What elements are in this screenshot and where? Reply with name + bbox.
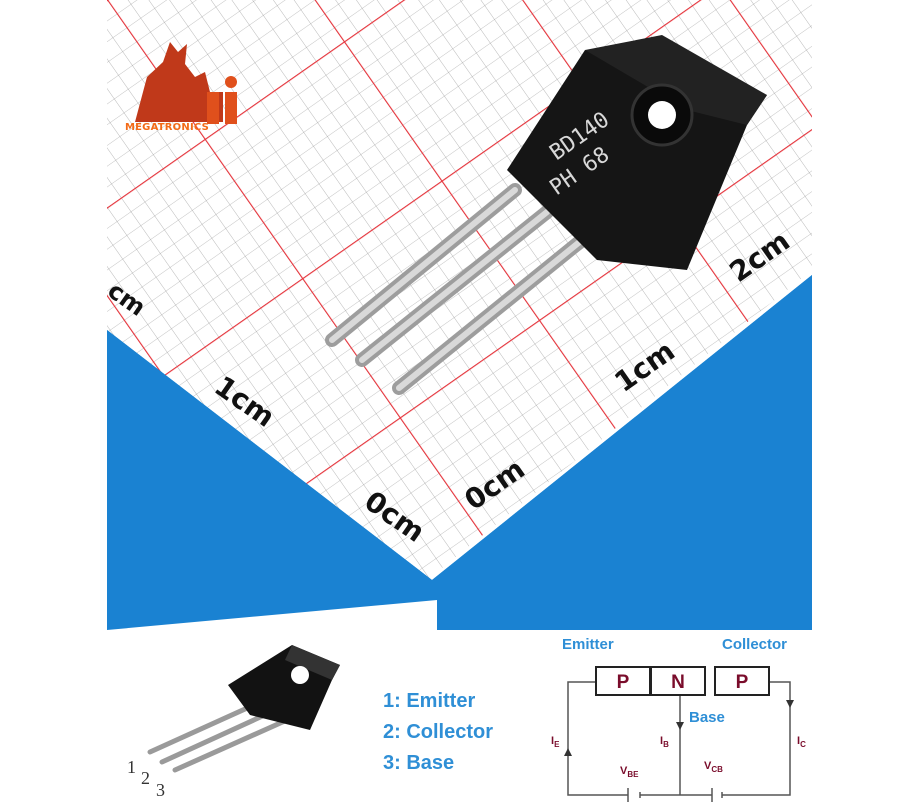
pin-legend-emitter: 1: Emitter [383,690,476,712]
p-layer-collector: P [714,666,770,696]
pin-legend: 1: Emitter 2: Collector 3: Base [383,690,493,783]
circuit-wires [567,681,791,802]
current-ic-label: IC [797,735,806,750]
base-label: Base [689,709,725,726]
pin-number-2: 2 [141,768,150,788]
transistor-leads [325,183,589,395]
pin-number-1: 1 [127,757,136,777]
emitter-label: Emitter [562,636,614,653]
current-ib-label: IB [660,735,669,750]
p-layer-emitter: P [595,666,651,696]
n-layer-base: N [650,666,706,696]
collector-label: Collector [722,636,788,653]
logo-wordmark: MEGATRONICS [125,122,209,133]
product-photo: MEGATRONICS BD140 PH 68 2cm 1cm 0cm 1cm … [107,0,812,630]
megatronics-logo [115,22,255,137]
current-ie-label: IE [551,735,560,750]
voltage-vbe-label: VBE [620,765,639,780]
pinout-panel: 1 2 3 [0,630,919,808]
small-transistor-illustration [147,645,794,802]
pin-number-3: 3 [156,780,165,800]
voltage-vcb-label: VCB [704,760,723,775]
pin-legend-collector: 2: Collector [383,721,494,743]
ruler-grid-background [107,0,812,630]
pin-legend-base: 3: Base [383,752,455,774]
transistor-body [507,35,767,270]
